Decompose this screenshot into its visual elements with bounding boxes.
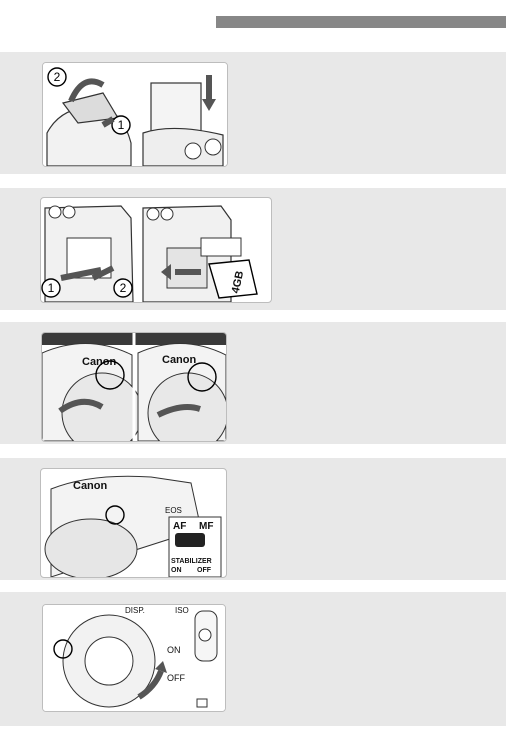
step-band-4: Canon EOS AF MF STABILIZER ON OFF <box>0 458 506 580</box>
step-band-3: Canon Canon <box>0 322 506 444</box>
lens-brand-left: Canon <box>82 356 117 368</box>
card-label: 4GB <box>230 270 246 295</box>
switch-af-label: AF <box>173 521 186 532</box>
callout-2: 2 <box>54 70 61 84</box>
stabilizer-label: STABILIZER <box>171 558 212 565</box>
section-header-bar <box>216 16 506 28</box>
stabilizer-on-label: ON <box>171 567 182 574</box>
step-band-2: 1 2 4GB <box>0 188 506 310</box>
step-4-illustration: Canon EOS AF MF STABILIZER ON OFF <box>40 468 227 578</box>
callout-2: 2 <box>120 281 127 295</box>
disp-label: DISP. <box>125 606 145 615</box>
lens-brand-right: Canon <box>162 354 197 366</box>
lens-attach-drawing: Canon Canon <box>42 333 226 441</box>
card-insert-drawing: 1 2 4GB <box>41 198 258 302</box>
callout-1: 1 <box>118 118 125 132</box>
power-dial-drawing: DISP. ISO ON OFF <box>43 605 225 711</box>
power-on-label: ON <box>167 645 181 655</box>
focus-mode-drawing: Canon EOS AF MF STABILIZER ON OFF <box>44 475 222 577</box>
iso-label: ISO <box>175 606 189 615</box>
camera-brand: Canon <box>73 480 108 492</box>
battery-insert-drawing: 2 1 <box>43 63 227 166</box>
camera-model: EOS <box>165 506 182 515</box>
step-3-illustration: Canon Canon <box>41 332 227 442</box>
stabilizer-off-label: OFF <box>197 567 212 574</box>
step-1-illustration: 2 1 <box>42 62 228 167</box>
switch-mf-label: MF <box>199 521 213 532</box>
step-2-illustration: 1 2 4GB <box>40 197 272 303</box>
callout-1: 1 <box>48 281 55 295</box>
step-band-5: DISP. ISO ON OFF <box>0 592 506 726</box>
step-5-illustration: DISP. ISO ON OFF <box>42 604 226 712</box>
step-band-1: 2 1 <box>0 52 506 174</box>
power-off-label: OFF <box>167 673 185 683</box>
